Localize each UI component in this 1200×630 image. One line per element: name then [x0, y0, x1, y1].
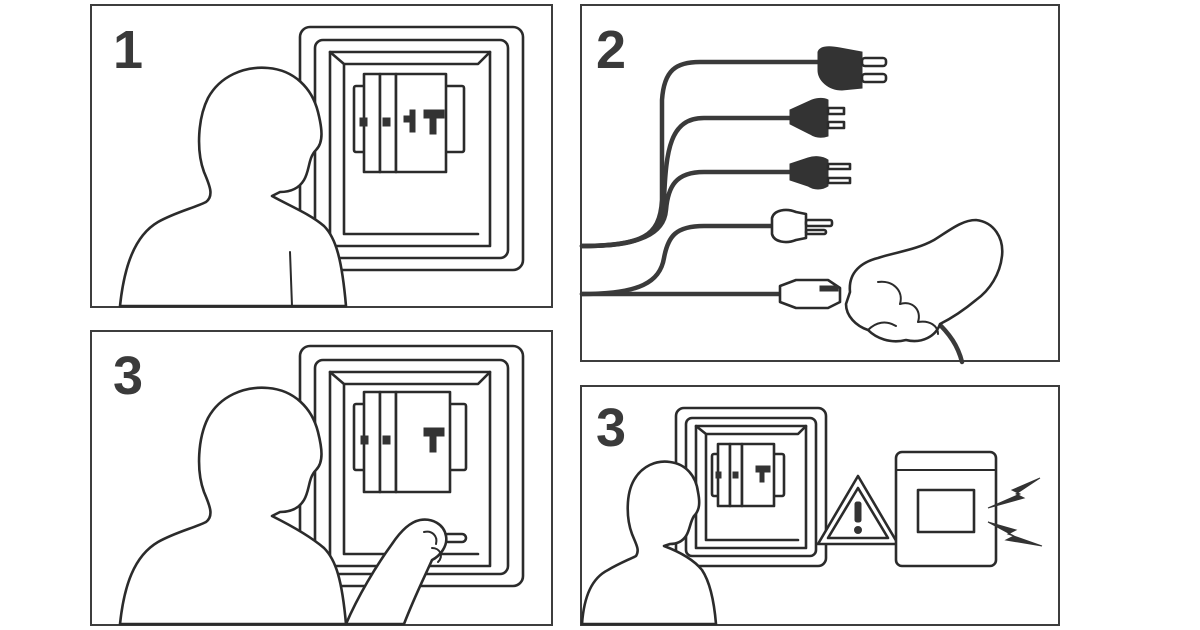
panel-1: 1: [90, 4, 553, 308]
person-silhouette-icon: [118, 66, 348, 308]
power-plug-icon: [817, 46, 888, 91]
power-plug-icon: [770, 208, 834, 244]
panel-2-label: 2: [596, 20, 626, 80]
warning-triangle-icon: [816, 474, 900, 546]
panel-3: 3: [90, 330, 553, 626]
power-plug-icon: [778, 278, 842, 310]
person-silhouette-icon: [580, 460, 718, 626]
fuse-box-icon: [674, 406, 828, 568]
hand-icon: [844, 218, 1004, 343]
electrical-panel-icon: [894, 450, 998, 568]
lightning-bolt-icon: [987, 477, 1041, 509]
arm-reaching: [344, 518, 448, 626]
panel-3-label: 3: [113, 346, 143, 406]
lightning-bolt-icon: [987, 521, 1043, 547]
panel-4: 3: [580, 385, 1060, 626]
person-silhouette-icon: [118, 386, 348, 626]
circuit-breaker-icon: [352, 72, 466, 174]
power-plug-icon: [789, 156, 852, 190]
power-plug-icon: [789, 98, 846, 138]
panel-1-label: 1: [113, 20, 143, 80]
fuse-box-icon: [298, 25, 525, 272]
circuit-breaker-icon: [352, 390, 468, 494]
panel-2: 2: [579, 4, 1060, 365]
circuit-breaker-icon: [710, 442, 786, 508]
panel-4-label: 3: [596, 398, 626, 458]
